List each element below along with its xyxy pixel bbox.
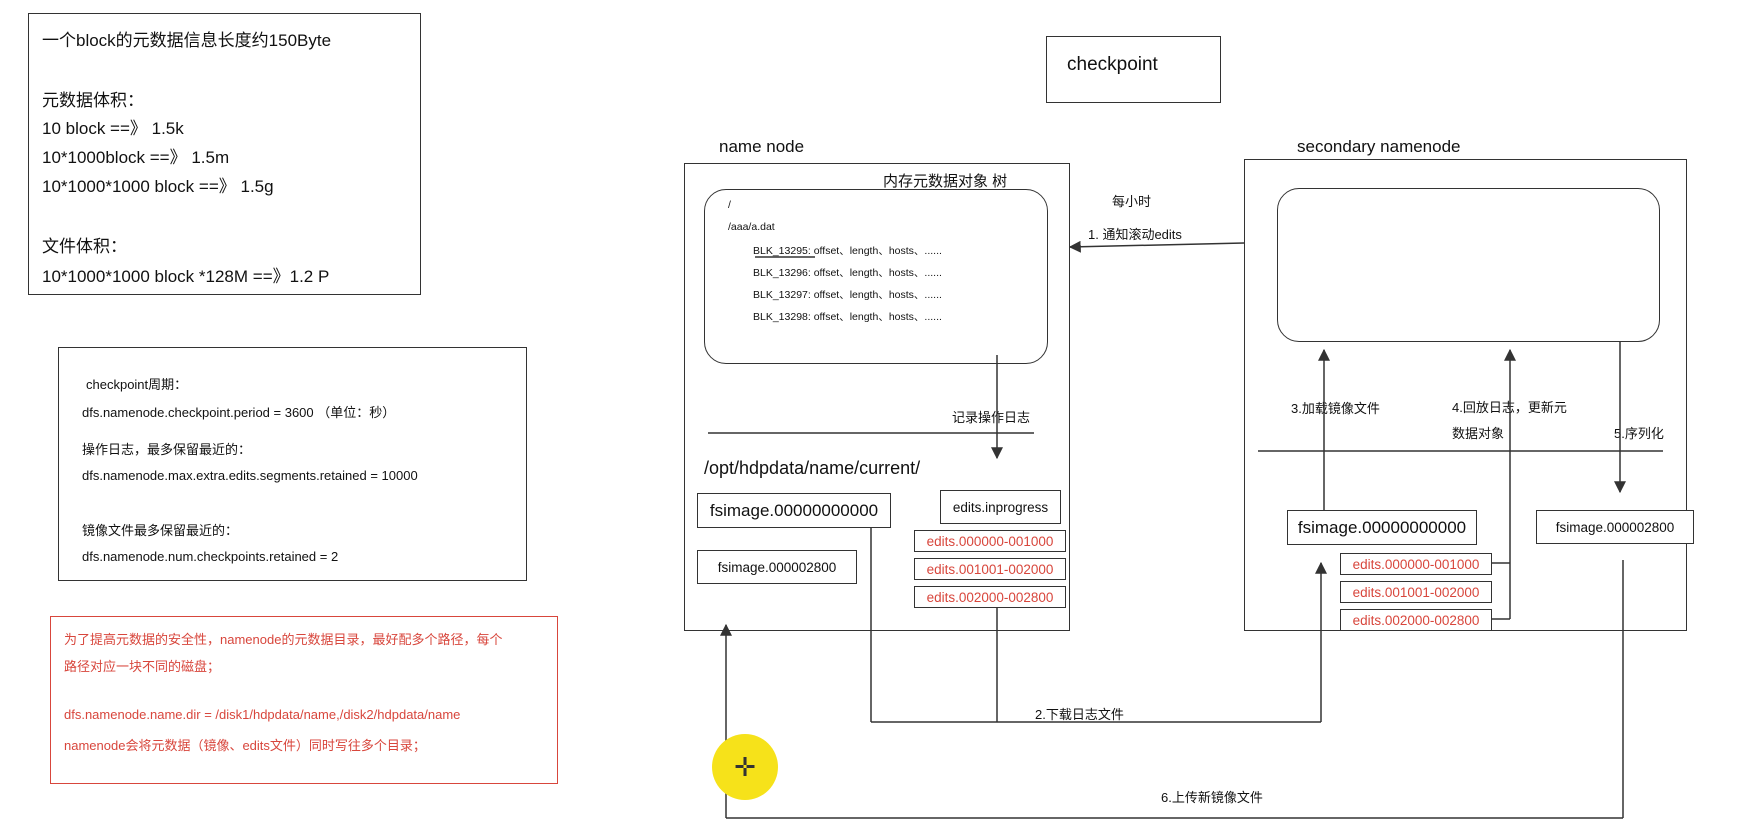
hourly-label-line-1: 每小时 [1112, 194, 1152, 209]
checkpoint-config-box [58, 347, 527, 581]
info-line-6: 文件体积： [42, 237, 127, 256]
metadata-size-box [28, 13, 421, 295]
info-line-7: 10*1000*1000 block *128M ==》1.2 P [42, 267, 330, 286]
info-line-4: 10*1000block ==》 1.5m [42, 148, 230, 167]
tree-root: / [728, 199, 731, 211]
namenode-edits-file: edits.002000-002800 [914, 586, 1066, 608]
secondary-edits-file: edits.001001-002000 [1340, 581, 1492, 603]
secondary-fsimage-new: fsimage.000002800 [1536, 510, 1694, 544]
secondary-fsimage-main: fsimage.00000000000 [1287, 510, 1477, 545]
checkpoint-title: checkpoint [1067, 54, 1158, 75]
namenode-fsimage-old: fsimage.000002800 [697, 550, 857, 584]
note-line-1: 为了提高元数据的安全性，namenode的元数据目录，最好配多个路径，每个 [64, 632, 503, 647]
info-line-1: 一个block的元数据信息长度约150Byte [42, 31, 332, 50]
secondary-edits-file: edits.002000-002800 [1340, 609, 1492, 631]
secondary-memory-box [1277, 188, 1660, 342]
secondary-edits-file: edits.000000-001000 [1340, 553, 1492, 575]
info-line-2: 元数据体积： [42, 91, 144, 110]
block-entry: BLK_13295: offset、length、hosts、...... [753, 245, 942, 257]
note-line-3: dfs.namenode.name.dir = /disk1/hdpdata/n… [64, 707, 461, 722]
note-line-4: namenode会将元数据（镜像、edits文件）同时写往多个目录； [64, 738, 426, 753]
cursor-highlight: ✛ [712, 734, 778, 800]
step-3-label: 3.加载镜像文件 [1291, 401, 1380, 416]
note-line-2: 路径对应一块不同的磁盘； [64, 659, 221, 674]
namenode-fsimage-main: fsimage.00000000000 [697, 493, 891, 528]
config-line-5: 镜像文件最多保留最近的： [82, 523, 239, 538]
log-label: 记录操作日志 [952, 410, 1031, 425]
secondary-label: secondary namenode [1297, 137, 1461, 156]
memory-label: 内存元数据对象 树 [883, 173, 1008, 190]
multi-dir-note-box [50, 616, 558, 784]
config-line-6: dfs.namenode.num.checkpoints.retained = … [82, 549, 339, 564]
upload-label: 6.上传新镜像文件 [1161, 790, 1263, 805]
block-entry: BLK_13297: offset、length、hosts、...... [753, 289, 942, 301]
config-line-4: dfs.namenode.max.extra.edits.segments.re… [82, 468, 418, 483]
hourly-label-line-2: 1. 通知滚动edits [1088, 227, 1182, 242]
step-5-label: 5.序列化 [1614, 426, 1664, 441]
checkpoint-title-box [1046, 36, 1221, 103]
block-entry: BLK_13296: offset、length、hosts、...... [753, 267, 942, 279]
info-line-3: 10 block ==》 1.5k [42, 119, 184, 138]
namenode-edits-file: edits.000000-001000 [914, 530, 1066, 552]
config-line-2: dfs.namenode.checkpoint.period = 3600 （单… [82, 405, 396, 420]
tree-file: /aaa/a.dat [728, 221, 775, 233]
info-line-5: 10*1000*1000 block ==》 1.5g [42, 177, 274, 196]
step-4-label-line-2: 数据对象 [1452, 426, 1505, 441]
namenode-path: /opt/hdpdata/name/current/ [704, 458, 921, 478]
namenode-label: name node [719, 137, 805, 156]
config-line-3: 操作日志，最多保留最近的： [82, 442, 252, 457]
config-line-1: checkpoint周期： [86, 377, 188, 392]
crosshair-icon: ✛ [734, 752, 756, 782]
namenode-edits-file: edits.001001-002000 [914, 558, 1066, 580]
block-entry: BLK_13298: offset、length、hosts、...... [753, 311, 942, 323]
download-label: 2.下载日志文件 [1035, 707, 1124, 722]
edits-inprogress: edits.inprogress [940, 490, 1061, 524]
memory-tree-box [704, 189, 1048, 364]
